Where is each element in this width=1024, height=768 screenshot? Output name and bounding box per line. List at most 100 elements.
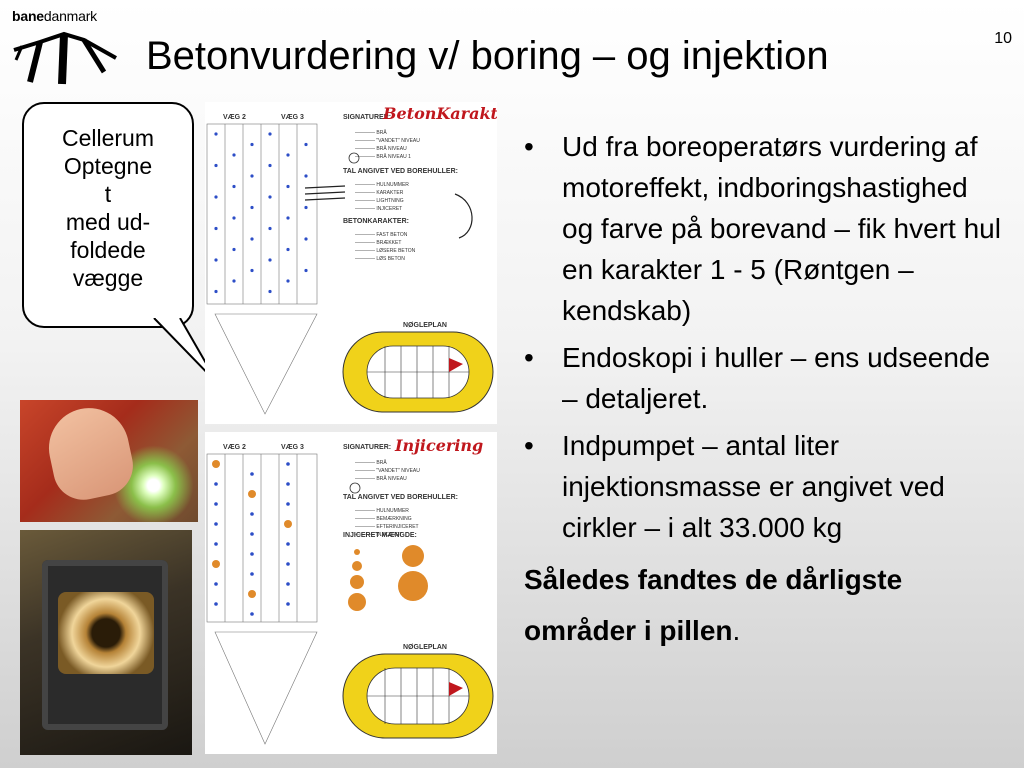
- svg-text:———— BRÅ: ———— BRÅ: [355, 129, 387, 136]
- section-label: INJICERET MÆNGDE:: [343, 532, 417, 539]
- borehole-dot: [250, 237, 254, 241]
- borehole-dot: [232, 184, 236, 189]
- injection-dot: [286, 582, 290, 586]
- endoscope-monitor-photo: [20, 530, 192, 755]
- section-label: BETONKARAKTER:: [343, 218, 409, 225]
- borehole-dot: [232, 247, 236, 252]
- svg-text:———— BEMÆRKNING: ———— BEMÆRKNING: [355, 516, 412, 522]
- script-title: BetonKarakter: [383, 104, 497, 123]
- page-number: 10: [994, 30, 1012, 47]
- injection-dot: [214, 522, 218, 526]
- svg-text:———— INJICERET: ———— INJICERET: [355, 532, 402, 538]
- borehole-dot: [232, 153, 236, 157]
- signatures-label: SIGNATURER:: [343, 114, 392, 121]
- injection-dot: [248, 490, 256, 498]
- column-label: VÆG 2: [223, 444, 246, 451]
- borehole-dot: [214, 289, 218, 294]
- injection-dot: [250, 552, 254, 556]
- injection-dot: [212, 460, 220, 468]
- injection-dot: [286, 542, 290, 546]
- svg-text:———— BRÅ NIVEAU: ———— BRÅ NIVEAU: [355, 475, 407, 482]
- callout-line: vægge: [72, 265, 144, 291]
- borehole-dot: [214, 195, 218, 199]
- section-label: TAL ANGIVET VED BOREHULLER:: [343, 168, 458, 175]
- svg-text:———— BRÅ NIVEAU: ———— BRÅ NIVEAU: [355, 145, 407, 152]
- svg-text:———— LØSERE BETON: ———— LØSERE BETON: [355, 248, 416, 254]
- bullet-item: Indpumpet – antal liter injektionsmasse …: [524, 425, 1004, 548]
- svg-text:———— BRÆKKET: ———— BRÆKKET: [355, 240, 401, 246]
- borehole-dot: [286, 184, 290, 189]
- borehole-dot: [268, 258, 272, 262]
- svg-text:———— HULNUMMER: ———— HULNUMMER: [355, 508, 409, 514]
- logo-text: banedanmark: [12, 8, 122, 24]
- svg-text:———— "VANDET" NIVEAU: ———— "VANDET" NIVEAU: [355, 138, 420, 144]
- borehole-dot: [268, 226, 272, 231]
- injection-dot: [284, 520, 292, 528]
- svg-text:———— KARAKTER: ———— KARAKTER: [355, 190, 404, 196]
- svg-text:———— FAST BETON: ———— FAST BETON: [355, 232, 408, 238]
- slide-title: Betonvurdering v/ boring – og injektion: [146, 34, 829, 78]
- hand: [41, 400, 139, 506]
- svg-text:———— "VANDET" NIVEAU: ———— "VANDET" NIVEAU: [355, 468, 420, 474]
- plan-label: NØGLEPLAN: [403, 322, 447, 329]
- injection-dot: [214, 502, 218, 506]
- injection-dot: [250, 512, 254, 516]
- injection-dot: [214, 542, 218, 546]
- borehole-dot: [304, 237, 308, 241]
- svg-text:———— HULNUMMER: ———— HULNUMMER: [355, 182, 409, 188]
- section-label: TAL ANGIVET VED BOREHULLER:: [343, 494, 458, 501]
- borehole-dot: [232, 279, 236, 283]
- borehole-dot: [214, 132, 218, 136]
- borehole-dot: [214, 226, 218, 231]
- plan-label: NØGLEPLAN: [403, 644, 447, 651]
- conclusion: Således fandtes de dårligste områder i p…: [524, 554, 1004, 656]
- injection-dot: [286, 602, 290, 606]
- injection-dot: [214, 582, 218, 586]
- borehole-dot: [232, 216, 236, 220]
- injection-dot: [214, 602, 218, 606]
- svg-text:———— BRÅ: ———— BRÅ: [355, 459, 387, 466]
- svg-text:———— BRÅ NIVEAU 1: ———— BRÅ NIVEAU 1: [355, 153, 411, 160]
- column-label: VÆG 2: [223, 114, 246, 121]
- borehole-dot: [214, 258, 218, 262]
- banedanmark-logo: banedanmark: [12, 8, 122, 88]
- borehole-dot: [250, 142, 254, 147]
- logo-brand-light: danmark: [43, 8, 97, 24]
- injection-dot: [286, 562, 290, 566]
- borehole-dot: [286, 216, 290, 220]
- callout-line: foldede: [70, 237, 146, 263]
- borehole-dot: [304, 268, 308, 273]
- borehole-dot: [250, 268, 254, 273]
- bullet-item: Endoskopi i huller – ens udseende – deta…: [524, 337, 1004, 419]
- injection-dot: [250, 472, 254, 476]
- borehole-dot: [304, 174, 308, 178]
- injection-dot: [214, 482, 218, 486]
- borehole-dot: [268, 163, 272, 168]
- callout-line: t: [104, 181, 112, 207]
- script-title: Injicering: [395, 436, 484, 455]
- injection-dot: [286, 502, 290, 506]
- borehole-dot: [286, 279, 290, 283]
- borehole-dot: [286, 247, 290, 252]
- injection-dot: [250, 612, 254, 616]
- borehole-dot: [268, 289, 272, 294]
- injection-dot: [250, 572, 254, 576]
- injection-dot: [250, 532, 254, 536]
- injection-dot: [286, 482, 290, 486]
- conclusion-text: Således fandtes de dårligste områder i p…: [524, 564, 903, 646]
- borehole-dot: [250, 174, 254, 178]
- endoscope-hand-photo: [20, 400, 198, 522]
- conclusion-end: .: [732, 615, 741, 646]
- bullet-text: Ud fra boreoperatørs vurdering af motore…: [524, 126, 1004, 656]
- borehole-dot: [304, 205, 308, 210]
- column-label: VÆG 3: [281, 444, 304, 451]
- monitor: [42, 560, 168, 730]
- svg-text:———— EFTERINJICERET: ———— EFTERINJICERET: [355, 524, 419, 530]
- svg-text:———— INJICERET: ———— INJICERET: [355, 206, 402, 212]
- logo-brand-bold: bane: [12, 8, 44, 24]
- bullet-item: Ud fra boreoperatørs vurdering af motore…: [524, 126, 1004, 331]
- borehole-dot: [268, 132, 272, 136]
- callout-line: med ud-: [65, 209, 151, 235]
- injection-dot: [286, 462, 290, 466]
- callout-bubble: Cellerum Optegne t med ud- foldede vægge: [22, 102, 194, 328]
